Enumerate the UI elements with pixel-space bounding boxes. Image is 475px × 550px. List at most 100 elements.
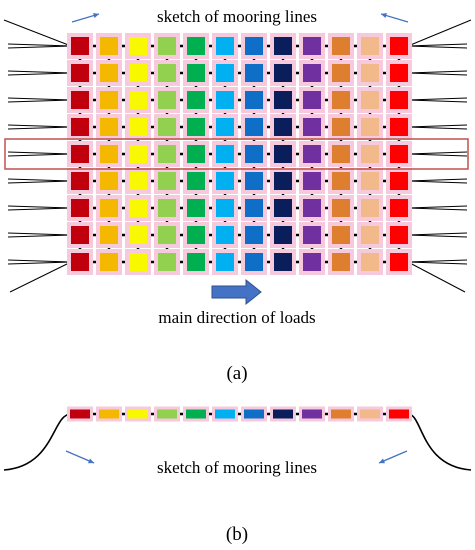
floating-module xyxy=(299,33,325,59)
arrow-head xyxy=(379,458,385,464)
module-square xyxy=(158,145,176,163)
floating-module xyxy=(154,222,180,248)
module-square xyxy=(71,172,89,190)
mooring-line xyxy=(7,151,72,155)
module-square xyxy=(274,145,292,163)
floating-module xyxy=(357,222,383,248)
mooring-line xyxy=(407,259,468,263)
mooring-line xyxy=(407,178,468,182)
module-square xyxy=(158,199,176,217)
module-square xyxy=(303,118,321,136)
panel-a-mooring-grid xyxy=(3,13,472,306)
mooring-line xyxy=(7,72,72,76)
floating-module xyxy=(386,87,412,113)
panel-a-mooring-lines xyxy=(3,19,472,293)
mooring-line xyxy=(7,232,72,236)
floating-module xyxy=(270,87,296,113)
module-square xyxy=(216,253,234,271)
floating-module xyxy=(125,87,151,113)
module-square xyxy=(129,118,147,136)
floating-module xyxy=(212,249,238,275)
module-square xyxy=(303,145,321,163)
module-square xyxy=(390,226,408,244)
floating-module xyxy=(241,114,267,140)
module-side xyxy=(157,409,177,419)
floating-module xyxy=(357,60,383,86)
module-square xyxy=(274,37,292,55)
floating-module xyxy=(183,222,209,248)
module-square xyxy=(332,64,350,82)
floating-module xyxy=(241,87,267,113)
module-square xyxy=(332,172,350,190)
arrow-head xyxy=(93,13,99,19)
module-square xyxy=(361,172,379,190)
module-square xyxy=(187,91,205,109)
floating-module xyxy=(299,249,325,275)
mooring-arrow-left xyxy=(65,450,95,464)
floating-module xyxy=(154,87,180,113)
module-side xyxy=(128,409,148,419)
floating-module xyxy=(96,249,122,275)
floating-module xyxy=(386,168,412,194)
module-square xyxy=(361,199,379,217)
module-square xyxy=(158,226,176,244)
mooring-line xyxy=(7,126,72,130)
mooring-line xyxy=(407,205,468,209)
module-square xyxy=(361,226,379,244)
floating-module xyxy=(125,33,151,59)
module-side xyxy=(389,409,409,419)
module-square xyxy=(129,226,147,244)
module-square xyxy=(332,199,350,217)
module-square xyxy=(361,253,379,271)
module-square xyxy=(187,64,205,82)
floating-module xyxy=(386,195,412,221)
load-direction-arrow xyxy=(211,278,262,306)
module-square xyxy=(390,172,408,190)
module-side xyxy=(244,409,264,419)
floating-module xyxy=(386,33,412,59)
floating-module xyxy=(241,168,267,194)
mooring-line xyxy=(9,261,72,293)
mooring-line xyxy=(7,205,72,209)
floating-module xyxy=(299,114,325,140)
floating-module xyxy=(67,114,93,140)
mooring-line xyxy=(3,19,72,47)
floating-module xyxy=(212,114,238,140)
floating-module xyxy=(212,168,238,194)
floating-module xyxy=(328,141,354,167)
floating-module-side xyxy=(183,406,209,422)
module-square xyxy=(71,118,89,136)
highlighted-row-frame xyxy=(4,138,469,170)
module-square xyxy=(332,37,350,55)
mooring-line xyxy=(407,97,468,101)
module-side xyxy=(186,409,206,419)
floating-module-side xyxy=(241,406,267,422)
module-square xyxy=(187,37,205,55)
floating-module xyxy=(125,141,151,167)
floating-module xyxy=(154,249,180,275)
module-square xyxy=(129,37,147,55)
floating-module xyxy=(357,168,383,194)
floating-module xyxy=(96,195,122,221)
mooring-arrow-right xyxy=(378,450,408,464)
module-square xyxy=(187,199,205,217)
module-square xyxy=(216,145,234,163)
module-square xyxy=(187,226,205,244)
module-square xyxy=(361,37,379,55)
module-square xyxy=(361,118,379,136)
floating-module xyxy=(299,195,325,221)
mooring-line xyxy=(407,99,468,103)
module-square xyxy=(390,91,408,109)
module-square xyxy=(158,118,176,136)
module-square xyxy=(216,226,234,244)
module-side xyxy=(215,409,235,419)
floating-module xyxy=(299,168,325,194)
floating-module xyxy=(270,141,296,167)
mooring-line xyxy=(7,70,72,74)
floating-module xyxy=(183,168,209,194)
module-square xyxy=(303,199,321,217)
panel-b-mooring-lines xyxy=(3,413,472,471)
floating-module xyxy=(357,249,383,275)
mooring-curve-left xyxy=(3,413,72,471)
floating-module xyxy=(357,87,383,113)
